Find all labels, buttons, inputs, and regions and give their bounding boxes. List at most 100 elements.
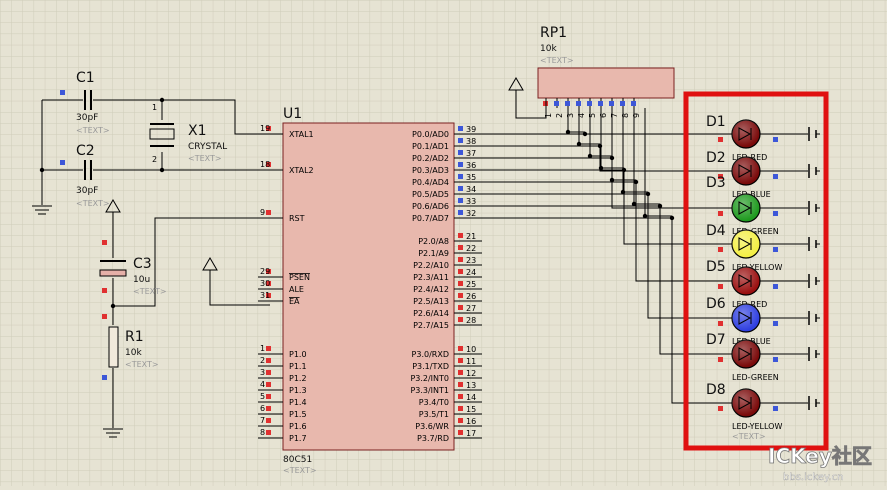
x1-text: <TEXT>: [188, 154, 222, 163]
u1-pin-label: P0.7/AD7: [412, 214, 449, 223]
u1-pin-label: P0.2/AD2: [412, 154, 449, 163]
u1-pin-number: 1: [260, 344, 265, 353]
c2-ref: C2: [76, 143, 95, 159]
led-type: LED-GREEN: [732, 373, 779, 382]
led-ref: D1: [706, 114, 726, 130]
c1-value: 30pF: [76, 113, 98, 123]
u1-pin-label: P1.3: [289, 386, 307, 395]
u1-pin-label: XTAL2: [289, 166, 314, 175]
u1-pin-number: 11: [466, 357, 476, 366]
u1-pin-label: ALE: [289, 285, 304, 294]
led-text: <TEXT>: [732, 432, 766, 441]
u1-pin-label: P2.3/A11: [413, 273, 449, 282]
c2-text: <TEXT>: [76, 199, 110, 208]
led-ref: D6: [706, 296, 726, 312]
u1-pin-label: PSEN: [289, 273, 310, 282]
u1-pin-number: 17: [466, 429, 476, 438]
u1-pin-number: 3: [260, 368, 265, 377]
r1-value: 10k: [125, 348, 142, 358]
reset-circuit: C3 10u <TEXT> R1 10k <TEXT>: [99, 199, 270, 438]
rp1-pin-number: 8: [621, 113, 630, 118]
rp1-pin-number: 4: [577, 113, 586, 118]
u1-pin-number: 18: [260, 160, 270, 169]
u1-pin-number: 30: [260, 279, 270, 288]
u1-pin-number: 38: [466, 137, 476, 146]
led-ref: D4: [706, 223, 726, 239]
u1-pin-label: P2.6/A14: [413, 309, 449, 318]
u1-pin-label: P0.5/AD5: [412, 190, 449, 199]
u1-pin-number: 39: [466, 125, 476, 134]
led-array: D1LED-REDD2LED-BLUED3LED-GREEND4LED-YELL…: [706, 114, 820, 441]
rp1-pin-number: 1: [544, 113, 553, 118]
u1-pin-label: P2.7/A15: [413, 321, 449, 330]
u1-pin-number: 15: [466, 405, 476, 414]
u1-pin-number: 29: [260, 267, 270, 276]
u1-pin-label: RST: [289, 214, 305, 223]
rp1-pin-number: 7: [610, 113, 619, 118]
led-ref: D3: [706, 175, 726, 191]
r1-ref: R1: [125, 329, 144, 345]
u1-pin-number: 7: [260, 416, 265, 425]
u1-pin-label: P3.3/INT1: [410, 386, 449, 395]
u1-part: 80C51: [283, 455, 312, 465]
u1-right-pins: 39P0.0/AD038P0.1/AD137P0.2/AD236P0.3/AD3…: [410, 125, 482, 443]
u1-pin-label: P1.7: [289, 434, 307, 443]
led-type: LED-GREEN: [732, 227, 779, 236]
u1-pin-number: 23: [466, 256, 476, 265]
rp1-ref: RP1: [540, 25, 567, 41]
crystal-x1[interactable]: 1 2 X1 CRYSTAL <TEXT>: [149, 103, 227, 164]
port0-wires: [482, 108, 732, 404]
capacitor-c2[interactable]: C2 30pF <TEXT>: [60, 143, 110, 208]
capacitor-c1[interactable]: C1 30pF <TEXT>: [60, 70, 110, 135]
rp1-pin-number: 2: [555, 113, 564, 118]
u1-pin-number: 9: [260, 208, 265, 217]
u1-pin-number: 16: [466, 417, 476, 426]
rp1-pin-number: 9: [632, 113, 641, 118]
led-ref: D7: [706, 332, 726, 348]
rp1-pin-number: 3: [566, 113, 575, 118]
u1-pin-label: P3.4/T0: [419, 398, 449, 407]
u1-pin-number: 5: [260, 392, 265, 401]
u1-pin-label: P1.1: [289, 362, 307, 371]
u1-pin-number: 10: [466, 345, 476, 354]
u1-pin-label: P0.6/AD6: [412, 202, 449, 211]
u1-pin-number: 13: [466, 381, 476, 390]
led-ref: D2: [706, 150, 726, 166]
u1-pin-number: 31: [260, 291, 270, 300]
rp1-pin-number: 5: [588, 113, 597, 118]
r1-text: <TEXT>: [125, 360, 159, 369]
u1-pin-number: 35: [466, 173, 476, 182]
resistor-r1[interactable]: R1 10k <TEXT>: [102, 314, 159, 380]
rp1-value: 10k: [540, 44, 557, 54]
u1-pin-label: EA: [289, 297, 300, 306]
microcontroller-u1[interactable]: U1 80C51 <TEXT> 19XTAL118XTAL29RST29PSEN…: [258, 106, 482, 475]
capacitor-c3[interactable]: C3 10u <TEXT>: [99, 240, 167, 296]
watermark: ICKey社区 bbs.ickey.cn: [768, 444, 873, 484]
u1-pin-label: P2.1/A9: [418, 249, 449, 258]
u1-left-pins: 19XTAL118XTAL29RST29PSEN30ALE31EA1P1.02P…: [258, 124, 314, 443]
u1-pin-label: P0.1/AD1: [412, 142, 449, 151]
watermark-brand: ICKey社区: [768, 444, 872, 468]
x1-value: CRYSTAL: [188, 142, 227, 152]
rp1-text: <TEXT>: [540, 56, 574, 65]
u1-pin-label: P3.5/T1: [419, 410, 449, 419]
u1-pin-label: P1.0: [289, 350, 307, 359]
u1-pin-number: 27: [466, 304, 476, 313]
u1-pin-number: 21: [466, 232, 476, 241]
u1-pin-label: P0.4/AD4: [412, 178, 449, 187]
led-type: LED-YELLOW: [732, 422, 782, 431]
x1-pin1: 1: [152, 103, 157, 112]
rp1-pin-number: 6: [599, 113, 608, 118]
u1-pin-number: 2: [260, 356, 265, 365]
u1-pin-number: 14: [466, 393, 476, 402]
u1-pin-number: 26: [466, 292, 476, 301]
u1-pin-number: 24: [466, 268, 476, 277]
u1-pin-label: P2.5/A13: [413, 297, 449, 306]
u1-pin-label: P2.2/A10: [413, 261, 449, 270]
